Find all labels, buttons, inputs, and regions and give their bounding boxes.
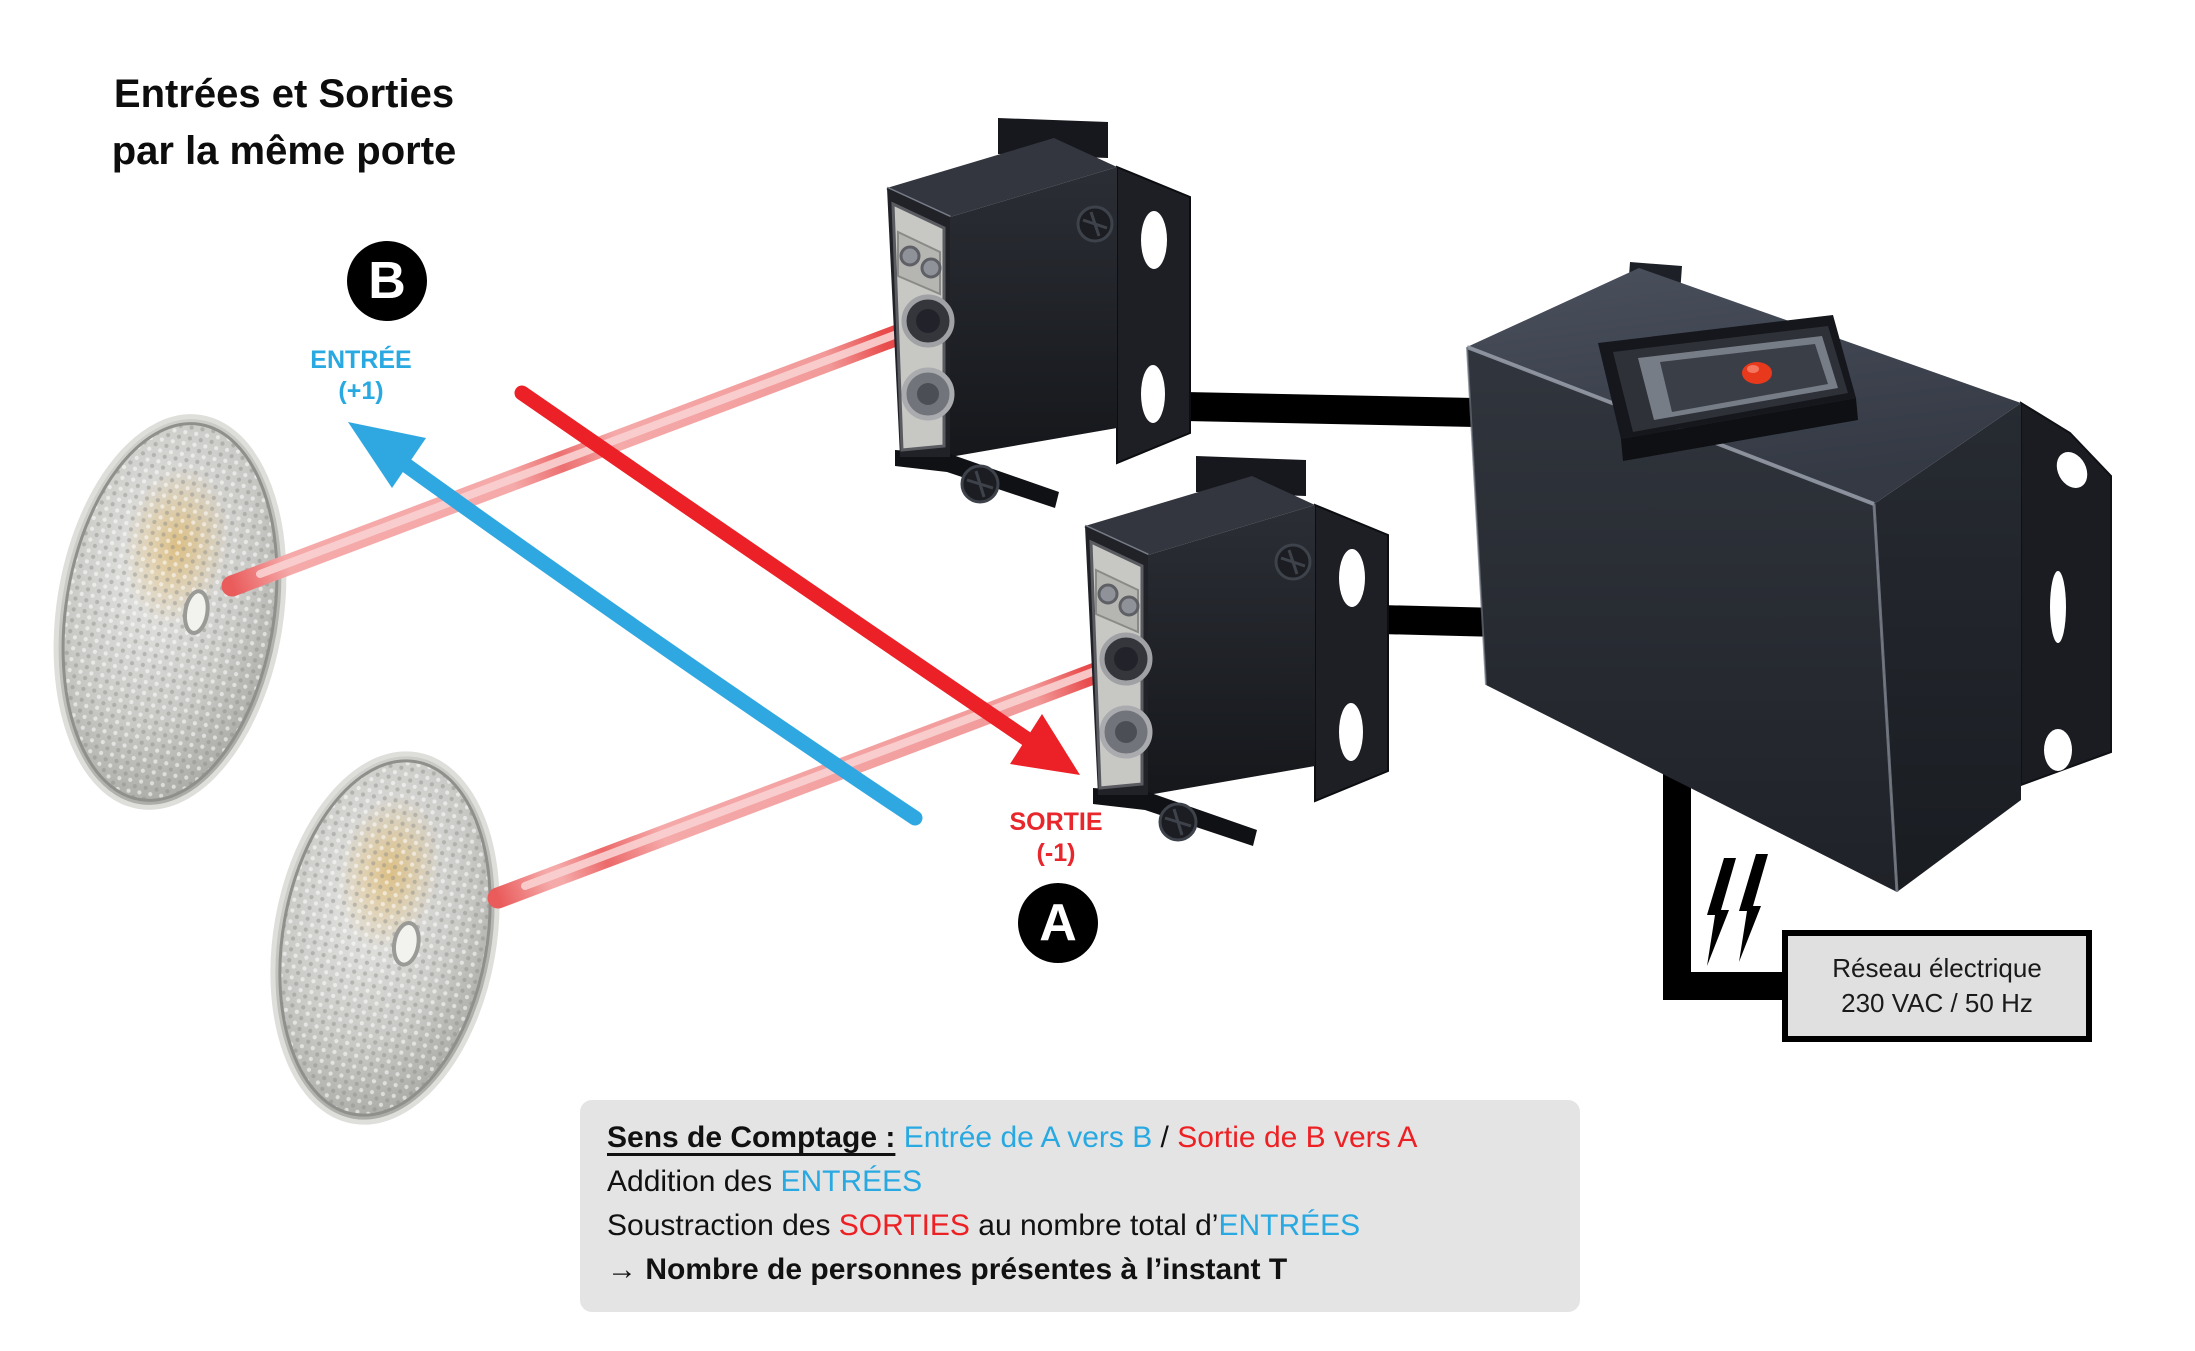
diagram-title-line2: par la même porte — [111, 129, 457, 173]
exit-label-text: SORTIE — [1009, 808, 1103, 836]
entry-increment: (+1) — [338, 377, 384, 405]
reflector-disc-top — [53, 414, 287, 810]
point-a-letter: A — [1039, 894, 1077, 952]
counter-display — [1598, 315, 1858, 461]
entry-label-text: ENTRÉE — [310, 346, 412, 374]
reflector-disc-bottom — [270, 751, 500, 1125]
sensor-b — [887, 118, 1190, 508]
legend-line1: Sens de Comptage : Entrée de A vers B / … — [607, 1121, 1418, 1154]
legend-line3: Soustraction des SORTIES au nombre total… — [607, 1209, 1361, 1242]
power-supply-line1: Réseau électrique — [1832, 953, 2042, 983]
counting-legend: Sens de Comptage : Entrée de A vers B / … — [580, 1100, 1580, 1312]
point-b-badge: B — [347, 241, 427, 321]
beam-top — [221, 311, 943, 597]
counter-control-box — [1466, 262, 2112, 893]
point-a-badge: A — [1018, 883, 1098, 963]
entry-label: ENTRÉE (+1) — [251, 345, 471, 407]
exit-decrement: (-1) — [1036, 839, 1076, 867]
beam-bottom — [487, 649, 1141, 909]
exit-arrow — [514, 385, 1080, 775]
diagram-title-line1: Entrées et Sorties — [113, 72, 455, 116]
sensor-a — [1085, 456, 1388, 846]
legend-line2: Addition des ENTRÉES — [607, 1165, 923, 1198]
exit-label: SORTIE (-1) — [946, 807, 1166, 869]
power-cable — [1663, 770, 1786, 1000]
sensor-cables — [1185, 392, 1500, 637]
legend-line4: → Nombre de personnes présentes à l’inst… — [607, 1253, 1288, 1286]
point-b-letter: B — [368, 252, 406, 310]
reset-button-icon — [1742, 362, 1772, 384]
power-supply-line2: 230 VAC / 50 Hz — [1841, 988, 2033, 1018]
power-supply-label: Réseau électrique 230 VAC / 50 Hz — [1782, 930, 2092, 1042]
lightning-icon — [1707, 854, 1768, 966]
entry-arrow — [348, 422, 923, 826]
diagram-title: Entrées et Sorties par la même porte — [58, 66, 510, 180]
